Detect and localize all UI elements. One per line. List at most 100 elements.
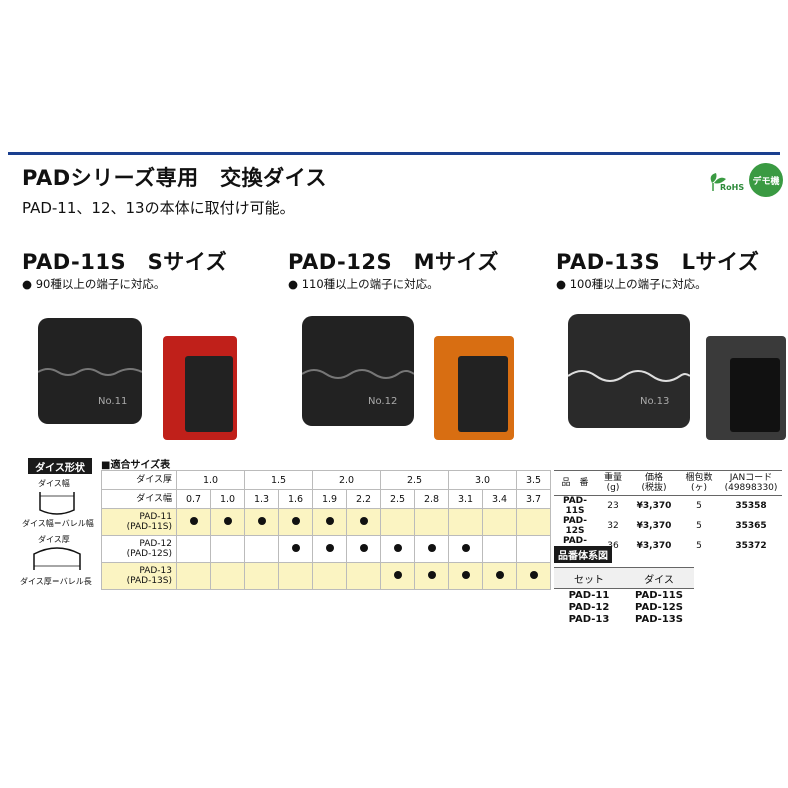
- compat-cell: [210, 562, 245, 590]
- compat-row-model: PAD-12: [139, 539, 172, 549]
- compat-dot: [325, 543, 334, 552]
- compat-dot: [189, 516, 198, 525]
- spec-cell: 35358: [735, 501, 767, 511]
- compat-dot: [393, 570, 402, 579]
- system-header: セット: [554, 567, 624, 589]
- compat-dot: [257, 516, 266, 525]
- compat-dot: [427, 570, 436, 579]
- width-cell: 3.7: [516, 489, 551, 509]
- compat-cell: [176, 508, 211, 536]
- compat-cell: [210, 508, 245, 536]
- model-name-11s: PAD-11S Sサイズ: [22, 250, 228, 274]
- system-cell: PAD-11S: [635, 589, 683, 601]
- width-cell: 2.8: [414, 489, 449, 509]
- system-row: PAD-13 PAD-13S: [554, 613, 694, 625]
- spec-cell: PAD-11S: [562, 496, 588, 516]
- spec-cell: ¥3,370: [636, 521, 672, 531]
- compat-thickness-header: ダイス厚: [101, 470, 177, 490]
- thickness-cell: 2.0: [312, 470, 381, 490]
- spec-header-row: 品 番 重量 (g) 価格 (税抜) 梱包数 (ヶ) JANコード (49898…: [554, 470, 782, 496]
- package-photo-13s: [706, 336, 786, 440]
- compat-dot: [427, 543, 436, 552]
- model-desc-12s: ● 110種以上の端子に対応。: [288, 277, 439, 291]
- thickness-cell: 2.5: [380, 470, 449, 490]
- compat-cell: [346, 508, 381, 536]
- compat-row-die: (PAD-11S): [126, 522, 172, 532]
- demo-badge: デモ機: [749, 163, 783, 197]
- compat-cell: [380, 535, 415, 563]
- width-cell: 0.7: [176, 489, 211, 509]
- spec-cell: 35365: [735, 521, 767, 531]
- compat-cell: [210, 535, 245, 563]
- model-desc-11s: ● 90種以上の端子に対応。: [22, 277, 166, 291]
- compat-row: PAD-13(PAD-13S): [101, 562, 551, 590]
- width-cell: 1.9: [312, 489, 347, 509]
- width-cell: 3.4: [482, 489, 517, 509]
- top-rule: [8, 152, 780, 155]
- spec-cell: 23: [607, 501, 619, 511]
- compat-row-model: PAD-11: [139, 512, 172, 522]
- compat-cell: [448, 562, 483, 590]
- compat-dot: [529, 570, 538, 579]
- compat-dot: [461, 543, 470, 552]
- compat-table: ダイス厚 1.0 1.5 2.0 2.5 3.0 3.5 ダイス幅 0.7 1.…: [101, 470, 551, 590]
- spec-cell: PAD-12S: [562, 516, 588, 536]
- system-header: ダイス: [624, 567, 694, 589]
- compat-cell: [516, 562, 551, 590]
- compat-cell: [482, 562, 517, 590]
- compat-cell: [380, 562, 415, 590]
- spec-header: 品 番: [554, 470, 596, 496]
- compat-cell: [346, 562, 381, 590]
- width-cell: 1.6: [278, 489, 313, 509]
- spec-cell: ¥3,370: [636, 501, 672, 511]
- compat-dot: [461, 570, 470, 579]
- compat-cell: [244, 562, 279, 590]
- system-cell: PAD-13: [568, 613, 610, 625]
- system-header-row: セット ダイス: [554, 567, 694, 589]
- die-thickness-equation: ダイス厚＝バレル長: [20, 577, 92, 586]
- compat-cell: [278, 562, 313, 590]
- compat-cell: [312, 562, 347, 590]
- compat-cell: [482, 535, 517, 563]
- spec-cell: 5: [696, 501, 702, 511]
- compat-dot: [223, 516, 232, 525]
- compat-width-row: ダイス幅 0.7 1.0 1.3 1.6 1.9 2.2 2.5 2.8 3.1…: [101, 489, 551, 509]
- package-photo-11s: [163, 336, 237, 440]
- width-cell: 1.3: [244, 489, 279, 509]
- spec-table: 品 番 重量 (g) 価格 (税抜) 梱包数 (ヶ) JANコード (49898…: [554, 470, 782, 556]
- spec-header: JANコード (49898330): [720, 470, 782, 496]
- demo-label: デモ機: [752, 176, 780, 187]
- compat-dot: [495, 570, 504, 579]
- compat-cell: [244, 508, 279, 536]
- compat-cell: [278, 508, 313, 536]
- model-name-13s: PAD-13S Lサイズ: [556, 250, 760, 274]
- rohs-label: RoHS: [720, 183, 745, 192]
- system-row: PAD-11 PAD-11S: [554, 589, 694, 602]
- compat-row-label: PAD-11(PAD-11S): [101, 508, 177, 536]
- spec-header: 梱包数 (ヶ): [678, 470, 720, 496]
- die-photo-13s: No.13: [568, 314, 690, 428]
- die-width-diagram: [39, 492, 75, 515]
- compat-dot: [325, 516, 334, 525]
- spec-cell: 32: [607, 521, 619, 531]
- rohs-badge: RoHS: [706, 169, 746, 195]
- compat-cell: [244, 535, 279, 563]
- spec-header: 価格 (税抜): [630, 470, 678, 496]
- compat-cell: [482, 508, 517, 536]
- width-cell: 2.2: [346, 489, 381, 509]
- compat-cell: [516, 535, 551, 563]
- compat-cell: [414, 562, 449, 590]
- system-cell: PAD-11: [568, 589, 610, 601]
- die-width-label: ダイス幅: [38, 479, 70, 488]
- system-cell: PAD-13S: [635, 613, 683, 625]
- compat-width-header: ダイス幅: [101, 489, 177, 509]
- spec-row: PAD-11S 23 ¥3,370 5 35358: [554, 496, 782, 516]
- compat-cell: [312, 508, 347, 536]
- compat-cell: [414, 535, 449, 563]
- compat-dot: [359, 516, 368, 525]
- model-desc-13s: ● 100種以上の端子に対応。: [556, 277, 707, 291]
- spec-cell: ¥3,370: [636, 541, 672, 551]
